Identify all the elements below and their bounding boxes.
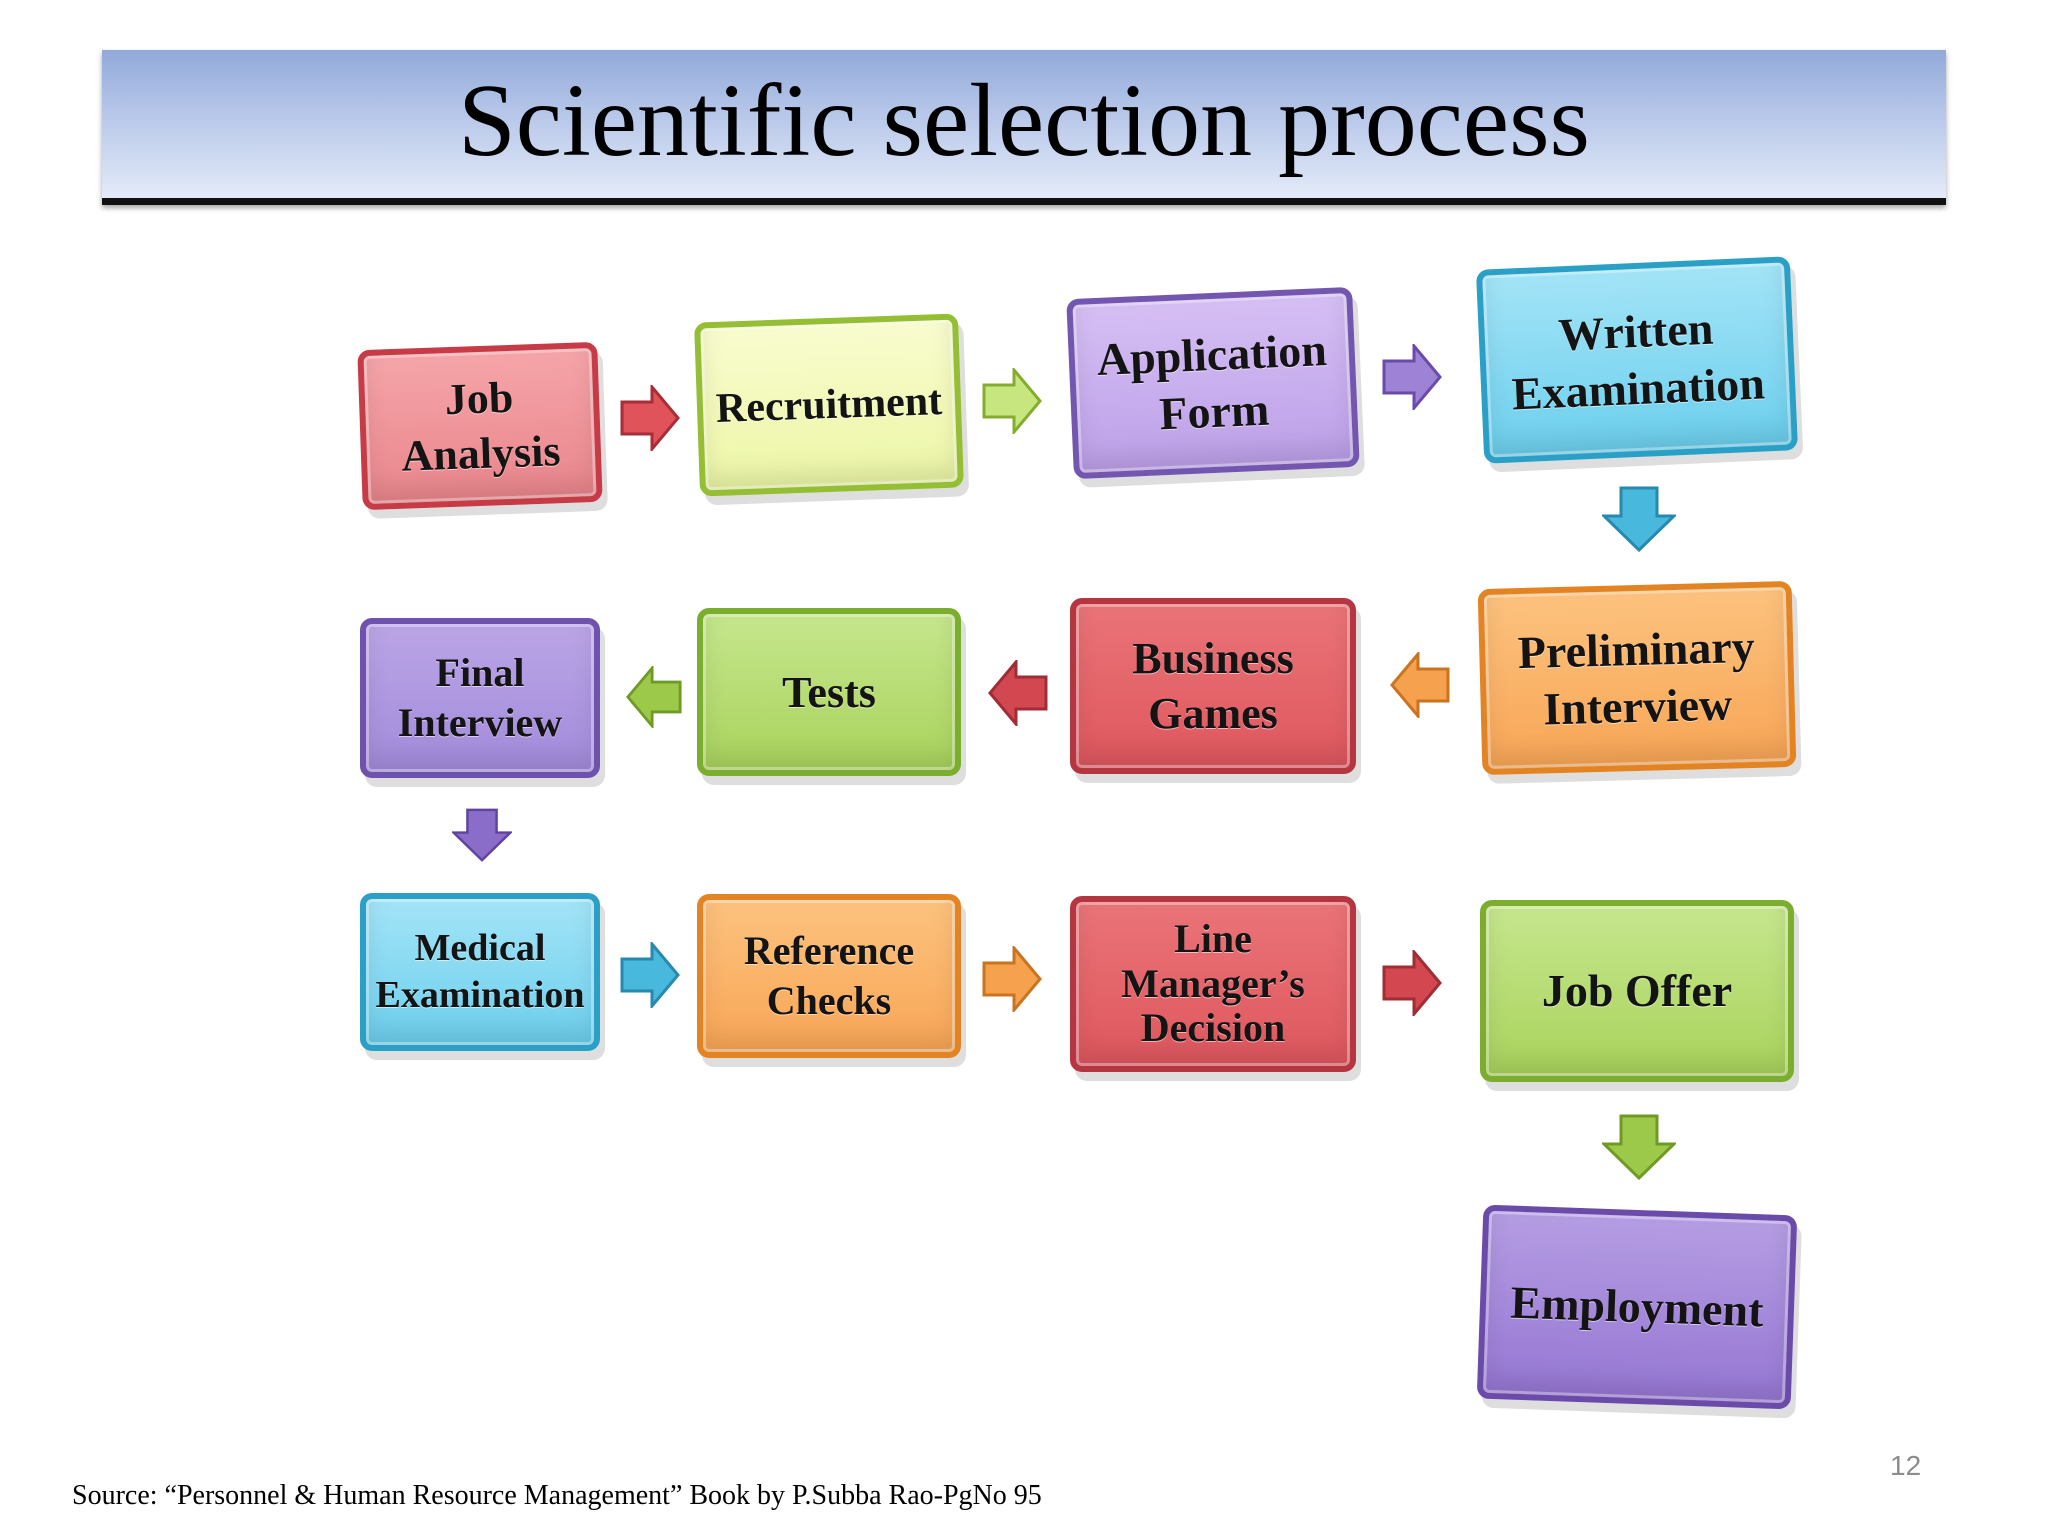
step-reference-checks: Reference Checks (697, 894, 961, 1058)
step-application-form: Application Form (1066, 286, 1360, 480)
arrow-down-icon (1602, 486, 1676, 552)
step-tests: Tests (697, 608, 961, 776)
arrow-down-icon (452, 808, 512, 862)
slide-title: Scientific selection process (457, 63, 1591, 178)
arrow-right-icon (982, 368, 1042, 434)
step-employment: Employment (1476, 1204, 1798, 1410)
step-medical-examination: Medical Examination (360, 893, 600, 1051)
arrow-left-icon (626, 666, 682, 728)
arrow-left-icon (988, 660, 1048, 726)
arrow-right-icon (620, 942, 680, 1008)
arrow-right-icon (1382, 950, 1442, 1016)
source-citation: Source: “Personnel & Human Resource Mana… (72, 1480, 1042, 1511)
step-final-interview: Final Interview (360, 618, 600, 778)
arrow-right-icon (1382, 344, 1442, 410)
arrow-right-icon (620, 385, 680, 451)
step-business-games: Business Games (1070, 598, 1356, 774)
arrow-right-icon (982, 946, 1042, 1012)
step-preliminary-interview: Preliminary Interview (1477, 580, 1797, 776)
step-line-managers-decision: Line Manager’s Decision (1070, 896, 1356, 1072)
step-written-examination: Written Examination (1475, 256, 1799, 464)
arrow-down-icon (1602, 1114, 1676, 1180)
step-job-offer: Job Offer (1480, 900, 1794, 1082)
page-number: 12 (1890, 1450, 1922, 1481)
step-recruitment: Recruitment (694, 313, 964, 497)
arrow-left-icon (1390, 652, 1450, 718)
title-bar: Scientific selection process (102, 50, 1946, 205)
step-job-analysis: Job Analysis (357, 341, 603, 511)
